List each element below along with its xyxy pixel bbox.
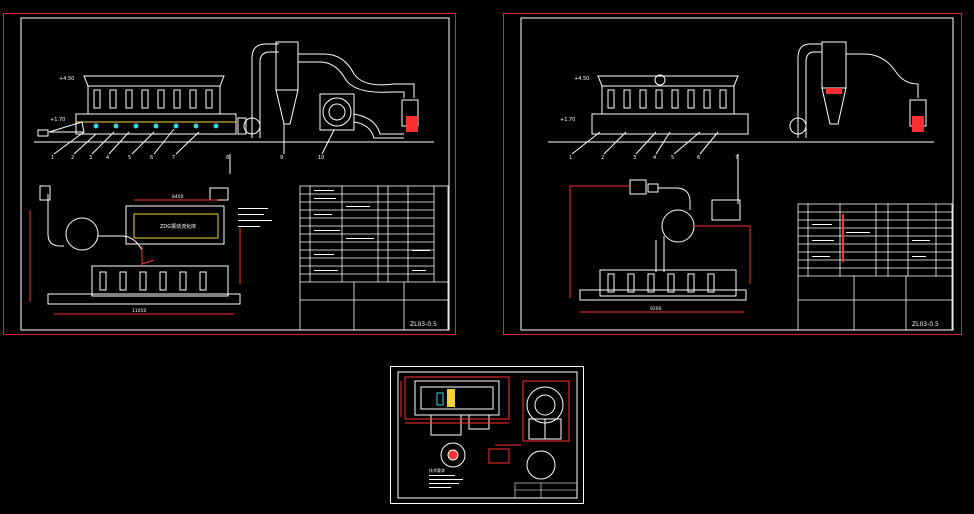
elevation-top-label: +4.50	[574, 76, 589, 82]
part-detail	[488, 448, 510, 464]
callouts	[53, 124, 335, 174]
plan-view	[39, 185, 241, 305]
elevation-mid-label: +1.70	[560, 117, 575, 123]
right-red-parts	[826, 88, 924, 132]
sub-length-dim: 8400	[172, 194, 184, 200]
left-fan	[237, 117, 261, 135]
svg-text:4: 4	[653, 155, 656, 161]
callouts	[571, 131, 739, 204]
ring-detail	[440, 442, 466, 468]
svg-text:5: 5	[671, 155, 674, 161]
svg-text:7: 7	[172, 155, 175, 161]
balloon-numbers: 1 2 3 4 5 6 7 8 9 10	[51, 155, 324, 161]
title-block-code: ZL03-0.5	[410, 321, 437, 328]
parts-list-fill	[812, 224, 930, 257]
svg-text:2: 2	[71, 155, 74, 161]
svg-text:9: 9	[280, 155, 283, 161]
drawing-sheet-right[interactable]: +4.50 +1.70 1 2 3 4 5 6 7 9200	[503, 13, 962, 335]
inner-border	[20, 17, 450, 331]
fan-housing	[319, 93, 404, 139]
total-length-dim: 9200	[650, 306, 662, 312]
svg-text:1: 1	[51, 155, 54, 161]
total-length-dim: 11050	[132, 308, 146, 314]
left-sheet-drawing: +4.50 +1.70 1 2 3 4 5 6 7 8	[20, 17, 450, 331]
inner-border	[520, 17, 954, 331]
fan-detail-red	[522, 380, 570, 442]
heater-red	[406, 116, 418, 132]
elevation-top-label: +4.50	[59, 76, 74, 82]
parts-list	[797, 203, 953, 331]
svg-text:4: 4	[106, 155, 109, 161]
svg-text:6: 6	[697, 155, 700, 161]
right-cyclone	[789, 41, 927, 138]
detail-yellow	[447, 389, 455, 407]
balloon-numbers: 1 2 3 4 5 6 7	[569, 155, 738, 161]
tech-notes	[238, 208, 272, 227]
drawing-sheet-left[interactable]: +4.50 +1.70 1 2 3 4 5 6 7 8	[3, 13, 456, 335]
cyclone-duct	[251, 41, 419, 138]
svg-text:10: 10	[318, 155, 324, 161]
plan-yellow	[133, 213, 219, 239]
equipment-note: ZDG振动流化床	[160, 223, 196, 230]
svg-text:2: 2	[601, 155, 604, 161]
svg-text:1: 1	[569, 155, 572, 161]
parts-list-red	[842, 214, 844, 262]
detail-red	[400, 376, 521, 446]
small-title-block	[514, 482, 578, 499]
parts-list	[299, 185, 449, 331]
svg-text:6: 6	[150, 155, 153, 161]
svg-text:5: 5	[128, 155, 131, 161]
small-notes	[429, 475, 463, 488]
drawing-sheet-small[interactable]: 技术要求	[390, 366, 584, 504]
flange-circle	[526, 450, 556, 480]
plan-view	[579, 179, 747, 301]
title-block-code: ZL03-0.5	[912, 321, 939, 328]
bed-ports	[93, 123, 219, 129]
plan-dims-red	[569, 185, 751, 313]
svg-text:7: 7	[735, 155, 738, 161]
parts-list-fill	[314, 190, 430, 271]
svg-text:3: 3	[89, 155, 92, 161]
small-sheet-drawing: 技术要求	[397, 371, 578, 499]
fluid-bed-elevation	[75, 75, 237, 135]
detail-section	[414, 380, 500, 436]
svg-text:3: 3	[633, 155, 636, 161]
feeder	[37, 121, 85, 137]
detail-cyan	[436, 392, 444, 406]
elevation-mid-label: +1.70	[50, 117, 65, 123]
fan-detail	[526, 386, 564, 440]
inner-border	[397, 371, 578, 499]
plan-dims-red	[29, 199, 241, 315]
notes-heading: 技术要求	[429, 467, 445, 473]
right-sheet-drawing: +4.50 +1.70 1 2 3 4 5 6 7 9200	[520, 17, 954, 331]
svg-text:8: 8	[226, 155, 229, 161]
fluid-bed-elevation	[591, 74, 749, 135]
